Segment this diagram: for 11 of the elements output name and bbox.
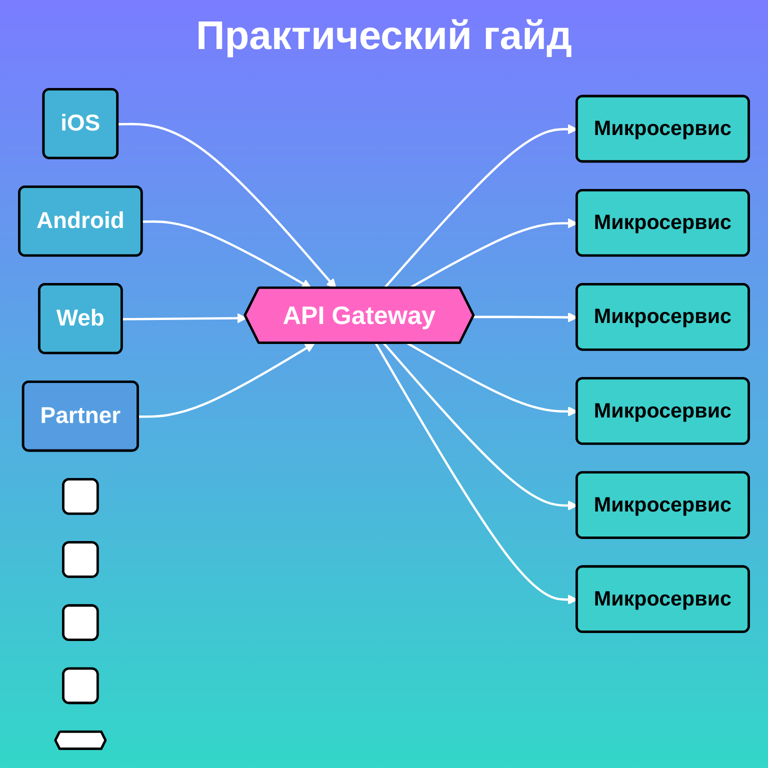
- arrow: [473, 312, 578, 322]
- arrow: [406, 342, 578, 416]
- arrow: [374, 342, 578, 605]
- diagram-title: Практический гайд: [194, 14, 573, 59]
- arrow: [383, 124, 578, 289]
- arrow: [138, 342, 315, 418]
- arrow: [118, 122, 336, 289]
- arrow: [122, 313, 248, 324]
- arrow: [408, 218, 578, 290]
- arrow: [382, 342, 578, 511]
- arrow: [142, 220, 312, 289]
